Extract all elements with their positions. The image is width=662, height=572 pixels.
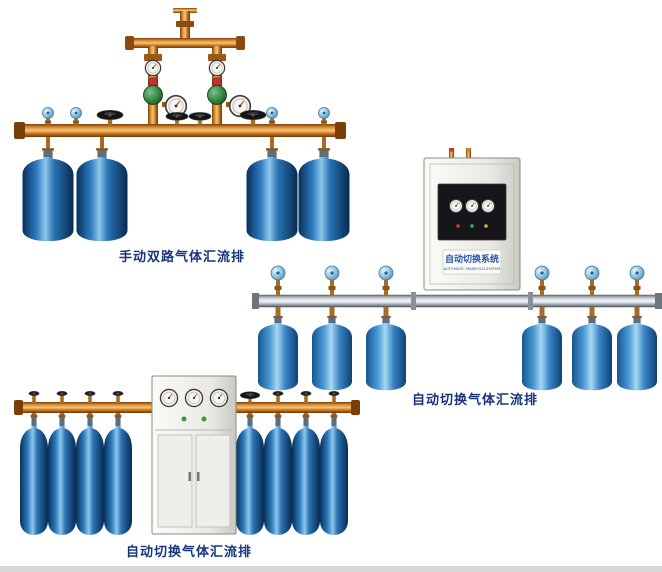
caption-auto-manifold-floor: 自动切换气体汇流排 [125,545,252,560]
handwheel-valve [239,391,261,404]
caption-manual-manifold: 手动双路气体汇流排 [118,250,245,265]
steel-manifold-pipe [252,292,662,310]
main-manifold-pipe [14,122,346,139]
green-button [181,416,187,422]
floor-cabinet [151,375,237,535]
handwheel-valve [96,109,124,126]
cylinder-connectors [275,307,640,317]
gas-cylinder [617,315,657,391]
auto-manifold-wall-illustration: 自动切换系统 AUTOMATIC MANIFOLD SYSTEM [252,148,662,391]
outlet-pipe [173,8,197,45]
pressure-gauge [159,388,179,408]
handwheel-valve [239,109,267,126]
figure-auto-manifold-wall: 自动切换系统 AUTOMATIC MANIFOLD SYSTEM [252,148,662,400]
cylinder-valve-blue [318,107,330,126]
cylinder-valves-blue [270,265,645,296]
pressure-gauge [184,388,204,408]
cabinet-door-left [157,434,193,528]
cylinder-valve-blue [70,107,82,126]
auto-manifold-floor-illustration [14,375,360,535]
gas-cylinder [104,414,132,535]
door-handle [188,472,191,481]
figure-auto-manifold-floor [12,372,362,562]
door-handle [197,472,200,481]
gas-cylinder [20,414,48,535]
figure-manual-manifold [10,8,350,245]
green-button [201,416,207,422]
pressure-regulator-right [207,59,252,118]
manual-manifold-illustration [14,8,350,242]
gas-cylinder [320,414,348,535]
gas-cylinder [236,414,264,535]
gas-cylinder [366,315,406,391]
handwheel-valve [188,112,212,126]
gas-cylinder [292,414,320,535]
cabinet-nameplate [442,249,502,275]
cylinder-connectors [46,137,326,150]
pressure-gauge [144,59,162,77]
pressure-gauge [208,59,226,77]
pressure-gauge [465,199,479,213]
cabinet-label-cn: 自动切换系统 [445,253,499,265]
cylinder-valve-blue [266,107,278,126]
caption-auto-manifold-wall: 自动切换气体汇流排 [411,393,538,408]
cabinet-label-en: AUTOMATIC MANIFOLD SYSTEM [444,267,501,271]
pressure-regulator-left [143,59,188,118]
gas-cylinder [572,315,612,391]
pressure-gauge [209,388,229,408]
gas-cylinder [48,414,76,535]
cabinet-door-right [195,434,231,528]
indicator-led-amber [484,224,488,228]
indicator-led-red [456,224,460,228]
gas-cylinder [22,148,74,242]
bottom-divider [0,566,662,572]
gas-cylinder [76,148,128,242]
control-cabinet: 自动切换系统 AUTOMATIC MANIFOLD SYSTEM [423,148,521,291]
gas-cylinder [76,414,104,535]
indicator-led-green [470,224,474,228]
cylinder-valve-blue [42,107,54,126]
pressure-gauge [449,199,463,213]
gas-cylinder [264,414,292,535]
gas-cylinder [522,315,562,391]
pressure-gauge [481,199,495,213]
handwheel-valve [165,112,189,126]
